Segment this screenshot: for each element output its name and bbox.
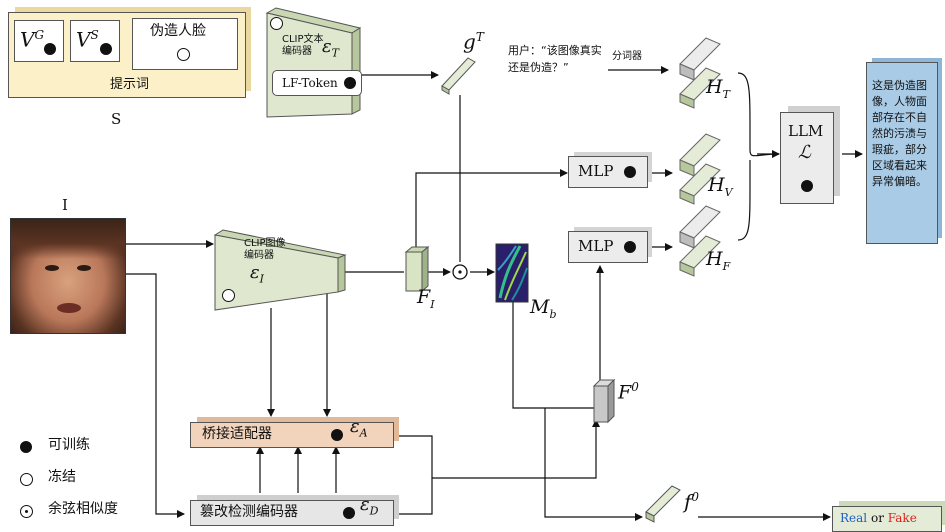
- detector-symbol: εD: [360, 498, 379, 519]
- f-i-label: FI: [417, 290, 435, 312]
- result-fake: Fake: [888, 511, 917, 525]
- f0-token: [646, 486, 680, 516]
- legend-frozen: 冻结: [48, 470, 76, 484]
- image-encoder-name: CLIP图像 编码器: [244, 238, 304, 262]
- frozen-ring: [222, 289, 235, 302]
- trainable-dot: [100, 43, 112, 55]
- output-text: 这是伪造图像，人物面部存在不自然的污渍与瑕疵，部分区域看起来异常偏暗。: [872, 78, 934, 190]
- mlp-top-label: MLP: [578, 164, 613, 178]
- legend-trainable: 可训练: [48, 438, 90, 452]
- mb-map: [496, 244, 528, 302]
- trainable-dot: [44, 43, 56, 55]
- frozen-ring: [177, 48, 190, 61]
- image-encoder-symbol: εI: [250, 266, 264, 287]
- legend-frozen-icon: [20, 473, 33, 486]
- m-b-label: Mb: [530, 300, 557, 322]
- trainable-dot: [801, 180, 813, 192]
- tokenizer-label: 分词器: [612, 50, 642, 64]
- mlp-bottom-label: MLP: [578, 239, 613, 253]
- trainable-dot: [624, 166, 636, 178]
- g-t-token: [442, 58, 475, 90]
- legend-cosine: 余弦相似度: [48, 502, 118, 516]
- legend-cosine-dot: [25, 510, 28, 513]
- f0-small-label: f0: [684, 490, 699, 509]
- trainable-dot: [331, 429, 343, 441]
- f0-block: [594, 386, 608, 422]
- frozen-ring: [270, 17, 283, 30]
- h-f-label: HF: [706, 252, 730, 274]
- llm-symbol: ℒ: [798, 146, 811, 160]
- image-label: I: [62, 198, 68, 212]
- adapter-label: 桥接适配器: [202, 427, 272, 441]
- vg-label: VG: [20, 24, 44, 51]
- text-encoder-symbol: εT: [322, 40, 339, 61]
- h-v-label: HV: [708, 178, 733, 200]
- h-t-label: HT: [706, 80, 730, 102]
- detector-label: 篡改检测编码器: [200, 505, 298, 519]
- f0-big-label: F0: [618, 380, 639, 399]
- input-face-image: [10, 218, 126, 334]
- trainable-dot: [344, 77, 356, 89]
- adapter-symbol: εA: [350, 420, 368, 441]
- result-or: or: [871, 511, 884, 525]
- fake-face-label: 伪造人脸: [150, 24, 206, 38]
- prompt-caption: 提示词: [110, 78, 149, 92]
- result-label: Real or Fake: [840, 511, 917, 525]
- vs-label: VS: [76, 24, 99, 51]
- lf-token-label: LF-Token: [282, 76, 338, 90]
- result-real: Real: [840, 511, 867, 525]
- trainable-dot: [624, 241, 636, 253]
- user-query: 用户：“该图像真实还是伪造？”: [508, 42, 604, 76]
- llm-label: LLM: [788, 124, 823, 138]
- g-t-label: gT: [463, 30, 484, 49]
- legend-trainable-icon: [20, 441, 32, 453]
- label-s: S: [111, 112, 121, 126]
- trainable-dot: [343, 507, 355, 519]
